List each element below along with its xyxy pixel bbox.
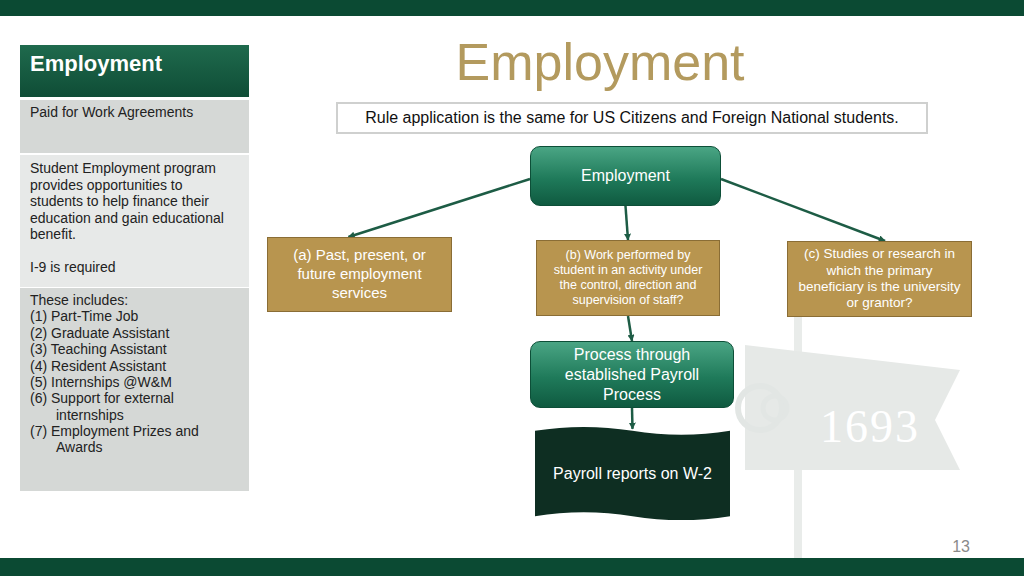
arrow-connector (631, 408, 634, 429)
node-text: (4) Resident Assistant (30, 358, 239, 374)
panel-header: Employment (20, 45, 249, 97)
document-shape: Payroll reports on W-2 (535, 425, 730, 522)
node-text: Process through established Payroll Proc… (541, 345, 723, 405)
node-text: I-9 is required (30, 259, 239, 276)
node-text: (2) Graduate Assistant (30, 325, 239, 341)
arrow-connector (628, 316, 632, 341)
node-text: Employment (581, 167, 670, 185)
bottom-band (0, 558, 1024, 576)
node-text: Rule application is the same for US Citi… (365, 109, 899, 127)
node-text: (5) Internships @W&M (30, 374, 239, 390)
top-band (0, 0, 1024, 16)
node-text: Employment (30, 51, 239, 77)
arrow-connector (626, 206, 629, 240)
node-text: (7) Employment Prizes and Awards (30, 423, 239, 456)
node-text: (c) Studies or research in which the pri… (796, 246, 963, 312)
node-text: Paid for Work Agreements (30, 104, 239, 120)
process-box: Process through established Payroll Proc… (530, 341, 734, 408)
criterion-box: (c) Studies or research in which the pri… (787, 241, 972, 317)
criterion-box: (a) Past, present, or future employment … (267, 237, 452, 312)
node-text: (6) Support for external internships (30, 390, 239, 423)
panel-row: Paid for Work Agreements (20, 100, 249, 153)
node-text: These includes: (30, 292, 239, 308)
node-text: (3) Teaching Assistant (30, 341, 239, 357)
slide-title: Employment (380, 32, 820, 92)
arrow-connector (348, 179, 530, 237)
note-box: Rule application is the same for US Citi… (336, 102, 928, 134)
criterion-box: (b) Work performed by student in an acti… (536, 240, 720, 316)
watermark-text: 1693 (820, 400, 950, 453)
panel-row: Student Employment program provides oppo… (20, 155, 249, 287)
node-text: Student Employment program provides oppo… (30, 160, 239, 243)
node-text: (a) Past, present, or future employment … (276, 246, 443, 302)
arrow-connector (721, 179, 885, 241)
process-box: Employment (530, 146, 721, 206)
node-text: (1) Part-Time Job (30, 308, 239, 324)
panel-list: These includes:(1) Part-Time Job(2) Grad… (20, 288, 249, 491)
page-number: 13 (930, 538, 970, 556)
node-text: Payroll reports on W-2 (553, 465, 712, 483)
node-text: (b) Work performed by student in an acti… (545, 248, 711, 309)
